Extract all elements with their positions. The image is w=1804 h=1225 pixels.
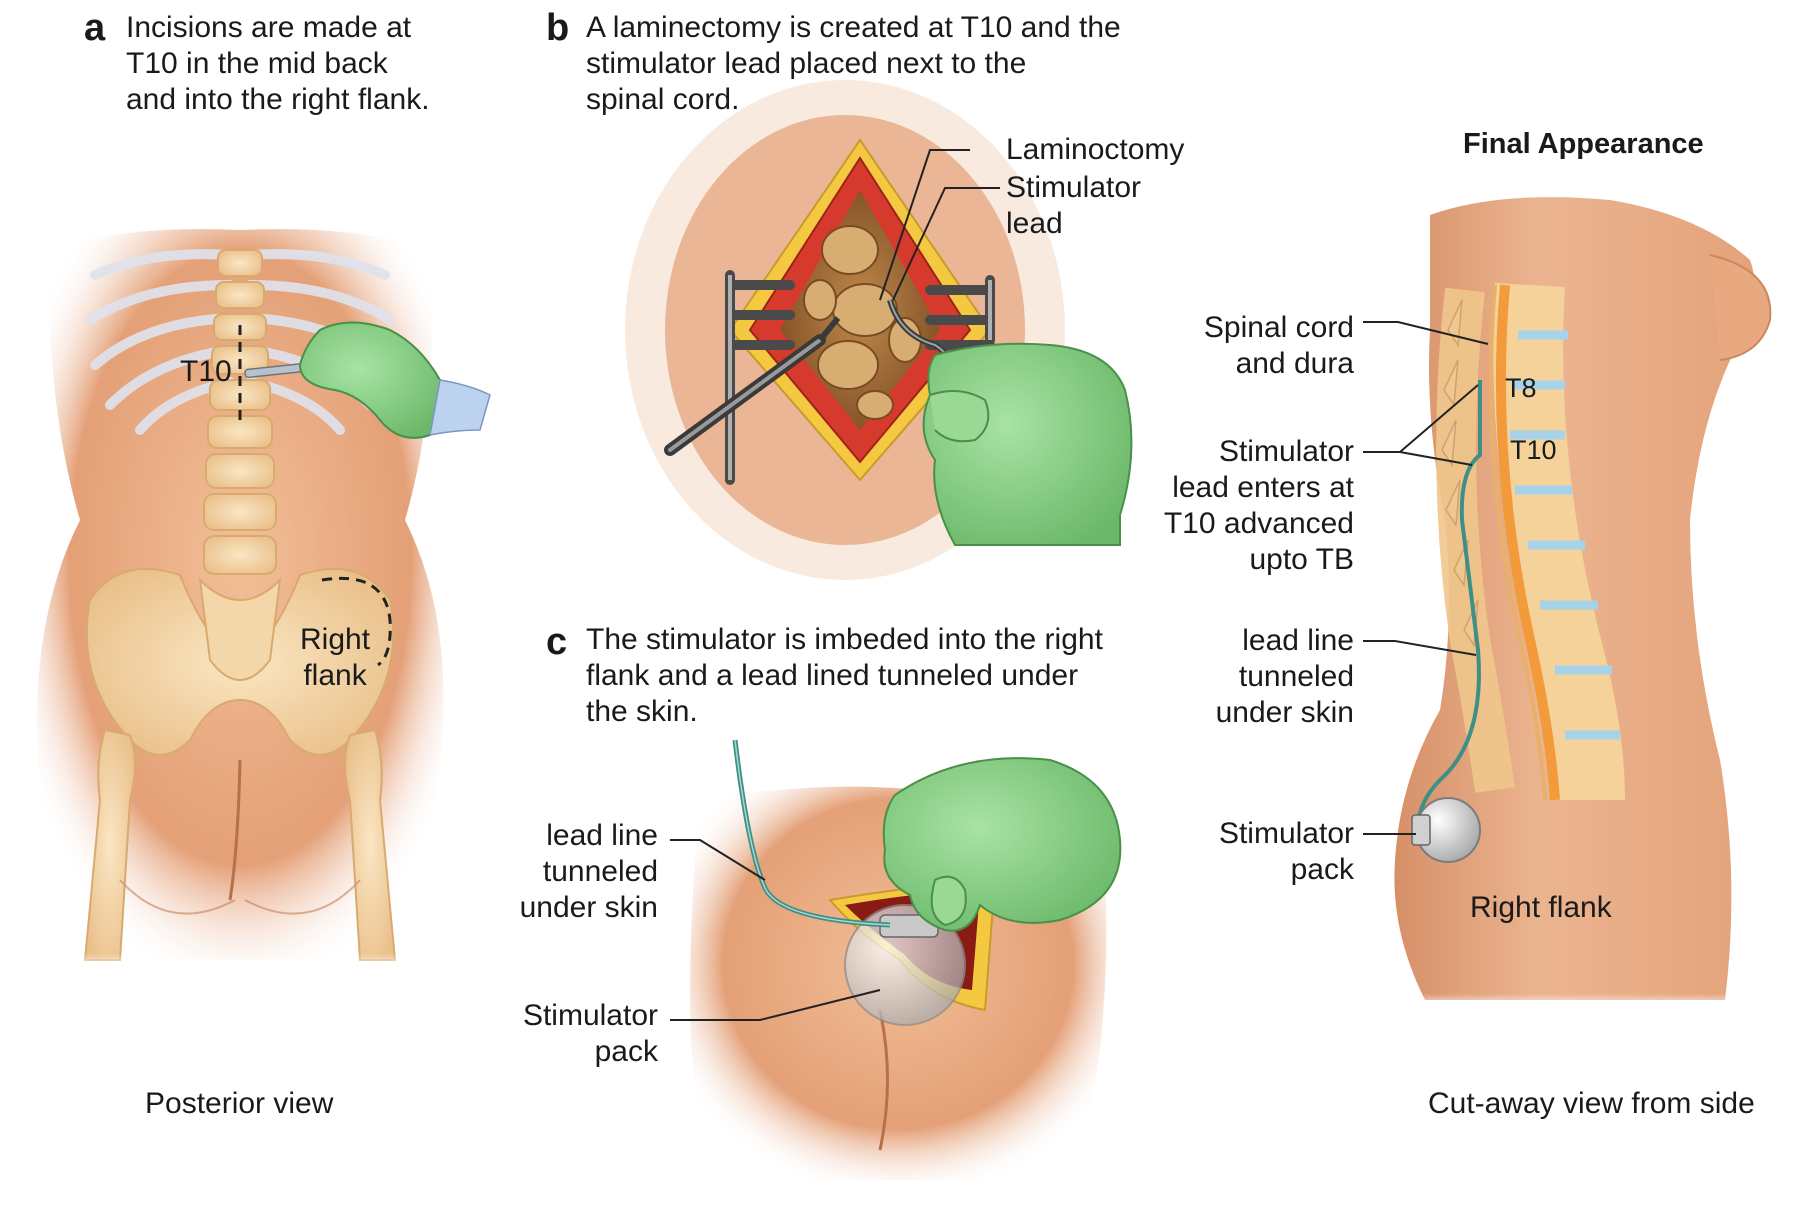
caption-line: flank and a lead lined tunneled under [586, 659, 1079, 692]
spinal-cord-label: Spinal cord and dura [1150, 310, 1354, 382]
laminectomy-illustration [625, 80, 1133, 580]
side-cutaway-illustration [1363, 197, 1790, 1010]
right-flank-label: Right flank [300, 622, 370, 694]
caption-line: the skin. [586, 695, 698, 728]
final-appearance-title: Final Appearance [1463, 128, 1704, 160]
label-line: upto TB [1249, 543, 1354, 576]
label-line: lead line [1242, 624, 1354, 657]
lead-enters-label: Stimulator lead enters at T10 advanced u… [1120, 434, 1354, 578]
glove [298, 321, 447, 439]
label-line: Spinal cord [1203, 311, 1354, 344]
caption-line: T10 in the mid back [126, 47, 388, 80]
label-line: Stimulator [1218, 435, 1354, 468]
t8-label: T8 [1505, 373, 1537, 403]
posterior-view-illustration [0, 229, 491, 970]
laminectomy-label: Laminoctomy [1006, 133, 1185, 166]
label-line: lead [1006, 207, 1063, 240]
panel-a-caption: Incisions are made at T10 in the mid bac… [126, 10, 430, 118]
caption-line: A laminectomy is created at T10 and the [586, 11, 1121, 44]
stimulator-lead-label: Stimulator lead [1006, 170, 1141, 242]
label-line: Stimulator [1006, 171, 1142, 204]
label-line: lead line [546, 819, 658, 852]
side-stimulator-pack-label: Stimulator pack [1150, 816, 1354, 888]
label-line: and dura [1235, 347, 1354, 380]
label-line: under skin [519, 891, 658, 924]
label-line: under skin [1215, 696, 1354, 729]
label-line: Stimulator [522, 999, 658, 1032]
label-line: flank [303, 659, 367, 692]
caption-line: and into the right flank. [126, 83, 430, 116]
panel-b-letter: b [546, 7, 570, 49]
t10-label: T10 [180, 355, 232, 388]
caption-line: The stimulator is imbeded into the right [586, 623, 1103, 656]
panel-c-letter: c [546, 621, 568, 663]
glove [882, 757, 1122, 932]
caption-line: Incisions are made at [126, 11, 412, 44]
vertebral-column [1436, 283, 1625, 801]
posterior-view-caption: Posterior view [145, 1087, 334, 1120]
panel-a-letter: a [84, 7, 106, 49]
panel-b-caption: A laminectomy is created at T10 and the … [586, 10, 1121, 118]
glove [922, 342, 1133, 546]
label-line: pack [594, 1035, 658, 1068]
label-line: Right [300, 623, 371, 656]
caption-line: spinal cord. [586, 83, 740, 116]
label-line: T10 advanced [1163, 507, 1354, 540]
cutaway-view-caption: Cut-away view from side [1428, 1087, 1755, 1120]
panel-c-caption: The stimulator is imbeded into the right… [586, 622, 1103, 730]
label-line: tunneled [1238, 660, 1354, 693]
label-line: tunneled [542, 855, 658, 888]
label-line: pack [1290, 853, 1354, 886]
label-line: lead enters at [1172, 471, 1354, 504]
side-lead-line-label: lead line tunneled under skin [1150, 623, 1354, 731]
caption-line: stimulator lead placed next to the [586, 47, 1027, 80]
lead-line-label: lead line tunneled under skin [500, 818, 658, 926]
label-line: Stimulator [1218, 817, 1354, 850]
side-right-flank-label: Right flank [1470, 891, 1612, 924]
t10-side-label: T10 [1510, 435, 1557, 465]
flank-implant-illustration [660, 739, 1130, 1190]
spine [203, 249, 277, 575]
stimulator-pack-label: Stimulator pack [500, 998, 658, 1070]
